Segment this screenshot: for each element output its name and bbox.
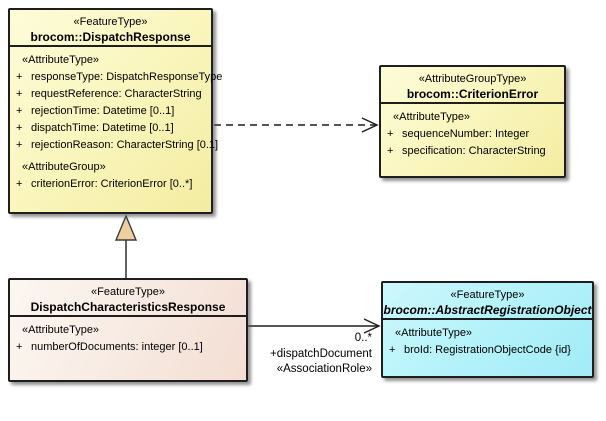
class-stereotype: «FeatureType» <box>91 286 165 298</box>
attribute-row[interactable]: + criterionError: CriterionError [0..*] <box>16 178 193 190</box>
association-stereotype: «AssociationRole» <box>276 363 372 375</box>
association-multiplicity: 0..* <box>354 332 372 344</box>
class-name: DispatchCharacteristicsResponse <box>30 300 226 314</box>
attribute-row[interactable]: + sequenceNumber: Integer <box>387 128 530 140</box>
attribute-row[interactable]: + responseType: DispatchResponseType <box>16 71 223 83</box>
class-stereotype: «FeatureType» <box>73 16 148 28</box>
attribute-row[interactable]: + numberOfDocuments: integer [0..1] <box>16 341 203 353</box>
class-abstract-registration-object[interactable]: «FeatureType» brocom::AbstractRegistrati… <box>381 281 594 378</box>
class-name: brocom::CriterionError <box>406 87 539 101</box>
section-heading: «AttributeType» <box>22 324 100 336</box>
class-header: «FeatureType» brocom::AbstractRegistrati… <box>383 283 592 320</box>
class-name: brocom::DispatchResponse <box>30 30 191 44</box>
attribute-row[interactable]: + broId: RegistrationObjectCode {id} <box>389 344 571 356</box>
class-header: «FeatureType» DispatchCharacteristicsRes… <box>10 280 246 317</box>
section-heading: «AttributeType» <box>395 327 473 339</box>
section-heading: «AttributeGroup» <box>22 161 106 173</box>
attribute-row[interactable]: + rejectionReason: CharacterString [0.1] <box>16 139 219 151</box>
class-attributes: «AttributeType» + numberOfDocuments: int… <box>10 317 246 356</box>
class-dispatch-response[interactable]: «FeatureType» brocom::DispatchResponse «… <box>8 8 223 214</box>
class-header: «FeatureType» brocom::DispatchResponse <box>10 10 211 47</box>
class-attributes: «AttributeType» + sequenceNumber: Intege… <box>381 104 564 160</box>
class-stereotype: «FeatureType» <box>450 289 525 301</box>
attribute-row[interactable]: + requestReference: CharacterString <box>16 88 202 100</box>
class-attributes: «AttributeType» + responseType: Dispatch… <box>10 47 223 193</box>
class-stereotype: «AttributeGroupType» <box>418 73 527 85</box>
section-heading: «AttributeType» <box>393 111 471 123</box>
class-header: «AttributeGroupType» brocom::CriterionEr… <box>381 67 564 104</box>
dependency-edge[interactable] <box>214 117 379 133</box>
open-arrowhead-icon <box>361 117 379 133</box>
class-criterion-error[interactable]: «AttributeGroupType» brocom::CriterionEr… <box>379 65 566 178</box>
attribute-row[interactable]: + dispatchTime: Datetime [0..1] <box>16 122 174 134</box>
attribute-row[interactable]: + specification: CharacterString <box>387 145 546 157</box>
association-role-name: +dispatchDocument <box>270 347 372 360</box>
generalization-edge[interactable] <box>114 214 138 278</box>
section-heading: «AttributeType» <box>22 54 100 66</box>
association-labels: 0..* +dispatchDocument «AssociationRole» <box>222 331 372 378</box>
class-attributes: «AttributeType» + broId: RegistrationObj… <box>383 320 592 359</box>
attribute-row[interactable]: + rejectionTime: Datetime [0..1] <box>16 105 175 117</box>
class-name: brocom::AbstractRegistrationObject <box>383 303 592 317</box>
class-dispatch-characteristics-response[interactable]: «FeatureType» DispatchCharacteristicsRes… <box>8 278 248 382</box>
generalization-triangle-icon <box>114 214 138 241</box>
